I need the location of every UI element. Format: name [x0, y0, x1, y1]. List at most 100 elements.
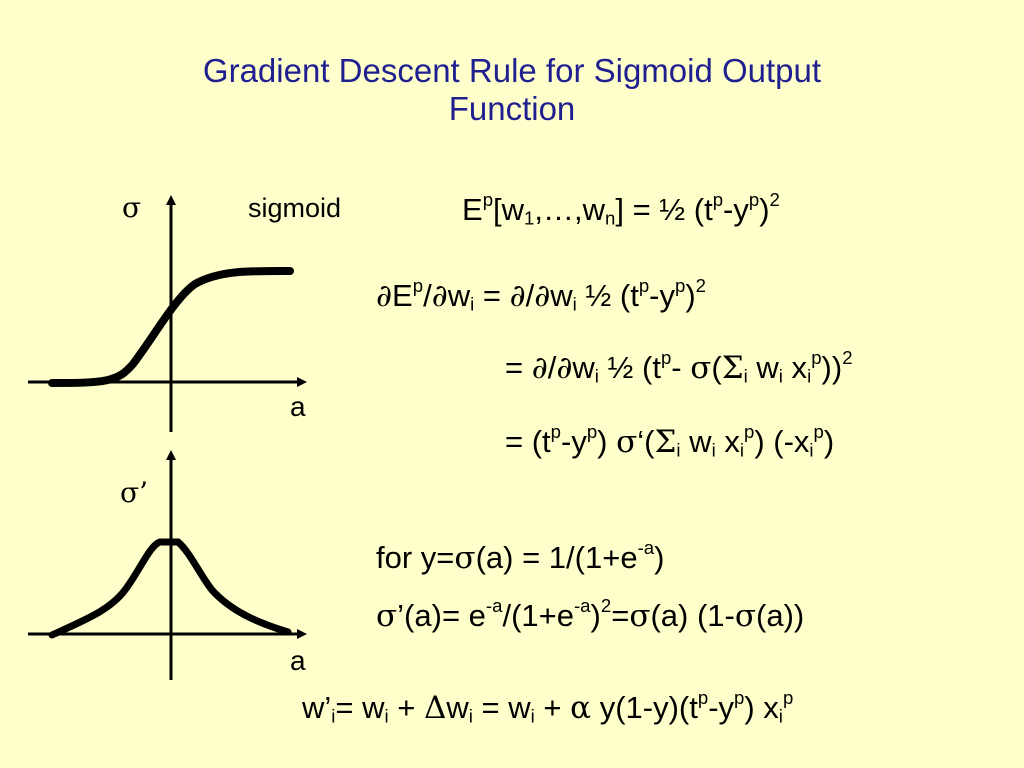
gradient-result-equation: = (tp-yp) σ‘(Σi wi xip) (-xip)	[505, 421, 834, 461]
eq2-sup: 2	[695, 275, 707, 297]
eq2-sup: p	[638, 275, 650, 297]
sigmoid-curve-label: sigmoid	[248, 193, 342, 223]
eq7-text: = w	[472, 690, 531, 725]
eq6-text: (a))	[756, 598, 805, 633]
eq6-greek: σ	[376, 598, 398, 634]
eq2-text: ½ (t	[576, 278, 639, 313]
eq1-text: ] = ½ (t	[615, 192, 713, 227]
eq7-text: ) x	[744, 690, 779, 725]
eq4-text: x	[715, 424, 740, 459]
eq7-text: +	[388, 690, 425, 725]
sigmoid-definition-equation: for y=σ(a) = 1/(1+e-a)	[376, 537, 665, 576]
eq7-sub: i	[530, 705, 535, 727]
eq3-sup: p	[660, 347, 672, 369]
chain-rule-step-equation: = ∂/∂wi ½ (tp- σ(Σi wi xip))2	[505, 347, 853, 387]
eq1-sub: n	[605, 207, 616, 229]
eq2-greek: ∂	[431, 278, 448, 314]
eq2-text: =	[474, 278, 510, 313]
eq2-sup: p	[412, 275, 424, 297]
eq4-sup: p	[813, 421, 824, 443]
eq3-text: w	[572, 350, 595, 385]
eq7-sup: p	[734, 687, 745, 709]
eq6-greek: σ	[629, 598, 651, 634]
derivative-curve	[48, 538, 292, 639]
eq6-greek: σ	[734, 598, 757, 634]
eq4-sub: i	[711, 439, 716, 461]
sigmoid-x-label: a	[290, 391, 306, 422]
eq3-greek: ∂	[556, 350, 573, 386]
eq4-sup: p	[743, 421, 755, 443]
eq6-sup: -a	[573, 595, 591, 617]
eq3-sub: i	[743, 365, 748, 387]
eq5-text: (a) = 1/(1+e	[475, 540, 638, 575]
eq3-sub: i	[778, 365, 783, 387]
eq2-text: /	[525, 278, 535, 313]
eq6-sup: 2	[600, 595, 612, 617]
eq7-text: w’	[302, 690, 332, 725]
sigmoid-derivative-equation: σ’(a)= e-a/(1+e-a)2=σ(a) (1-σ(a))	[376, 595, 805, 634]
eq5-text: )	[654, 540, 665, 575]
sigmoid-curve	[48, 266, 294, 387]
eq4-sub: i	[739, 439, 744, 461]
derivative-y-label: σ’	[120, 476, 149, 509]
eq7-greek: Δ	[424, 690, 447, 726]
eq7-sub: i	[331, 705, 336, 727]
eq2-text: /	[423, 278, 432, 313]
eq1-text: )	[759, 192, 770, 227]
eq1-text: E	[462, 192, 483, 227]
eq4-text: -y	[561, 424, 587, 459]
eq7-greek: α	[570, 690, 592, 726]
eq3-sup: p	[811, 347, 822, 369]
eq4-text: w	[680, 424, 712, 459]
eq2-sub: i	[470, 293, 475, 315]
eq3-text: -	[671, 350, 691, 385]
error-function-equation: Ep[w1,…,wn] = ½ (tp-yp)2	[462, 189, 780, 229]
eq3-greek: Σ	[721, 350, 744, 386]
eq3-text: /	[547, 350, 557, 385]
eq4-text: = (t	[505, 424, 551, 459]
eq7-text: +	[534, 690, 571, 725]
eq3-text: x	[782, 350, 808, 385]
eq2-greek: ∂	[509, 278, 526, 314]
partial-derivative-equation: ∂Ep/∂wi = ∂/∂wi ½ (tp-yp)2	[376, 275, 707, 315]
eq7-sup: p	[697, 687, 709, 709]
eq6-text: )	[590, 598, 601, 633]
eq2-sup: p	[675, 275, 686, 297]
eq1-sup: p	[712, 189, 724, 211]
eq4-text: ‘(	[637, 424, 655, 459]
eq3-sub: i	[807, 365, 812, 387]
eq3-greek: σ	[690, 350, 712, 386]
eq3-sub: i	[594, 365, 599, 387]
eq3-text: w	[747, 350, 779, 385]
eq1-text: -y	[723, 192, 749, 227]
eq2-greek: ∂	[534, 278, 551, 314]
eq4-sup: p	[550, 421, 561, 443]
eq6-text: =	[611, 598, 630, 633]
eq6-text: ’(a)= e	[397, 598, 486, 633]
eq1-sup: p	[748, 189, 760, 211]
eq4-text: ) (-x	[754, 424, 810, 459]
eq7-text: w	[446, 690, 469, 725]
eq6-sup: -a	[485, 595, 503, 617]
eq6-text: /(1+e	[502, 598, 574, 633]
eq2-text: E	[392, 278, 413, 313]
title-line-2: Function	[448, 90, 576, 127]
eq7-sub: i	[468, 705, 473, 727]
sigmoid-y-label: σ	[122, 191, 142, 224]
eq7-sub: i	[384, 705, 389, 727]
eq7-text: = w	[335, 690, 385, 725]
eq3-text: ½ (t	[598, 350, 661, 385]
title-line-1: Gradient Descent Rule for Sigmoid Output	[202, 52, 822, 89]
eq1-sup: p	[482, 189, 494, 211]
eq5-greek: σ	[454, 540, 476, 576]
eq5-text: for y=	[376, 540, 455, 575]
eq4-greek: σ	[616, 424, 638, 460]
eq7-text: y(1-y)(t	[591, 690, 698, 725]
eq1-text: ,…,w	[534, 192, 605, 227]
eq4-text: )	[597, 424, 617, 459]
slide-title: Gradient Descent Rule for Sigmoid Output…	[0, 52, 1024, 128]
eq5-sup: -a	[637, 537, 655, 559]
eq4-sub: i	[676, 439, 681, 461]
eq2-text: )	[685, 278, 696, 313]
